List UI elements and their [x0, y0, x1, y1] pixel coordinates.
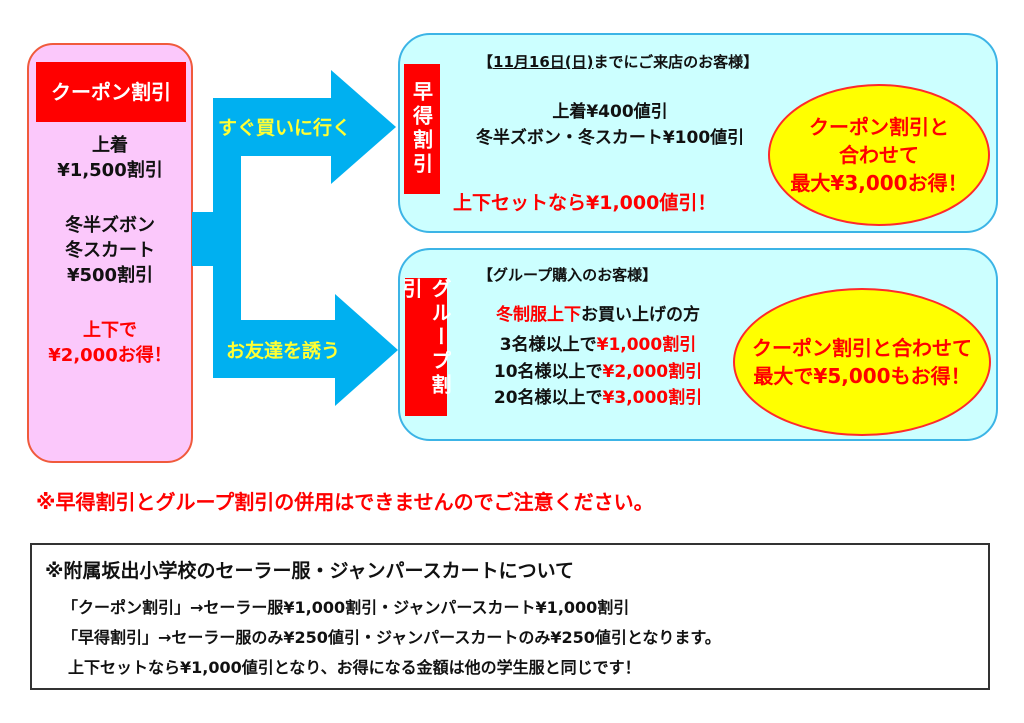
group-tier: 3名様以上で¥1,000割引: [463, 332, 733, 358]
coupon-set-line1: 上下で: [83, 320, 137, 341]
tier-label: 3名様以上で: [499, 335, 597, 355]
group-tier: 20名様以上で¥3,000割引: [463, 385, 733, 411]
arrow-bottom-shaft: [213, 320, 337, 378]
arrow-top-head-icon: [331, 70, 396, 184]
coupon-pants: 冬半ズボン: [65, 215, 155, 236]
tier-discount: ¥2,000割引: [602, 362, 703, 382]
tier-label: 20名様以上で: [493, 388, 603, 408]
early-discount-tag: 早得割引: [404, 64, 440, 194]
arrow-bottom-label: お友達を誘う: [226, 340, 341, 362]
bracket-open: 【: [478, 53, 494, 71]
early-deadline: 11月16日(日): [493, 53, 594, 71]
early-line1: 上着¥400値引: [552, 102, 668, 122]
coupon-skirt: 冬スカート: [65, 240, 155, 261]
note-title: ※附属坂出小学校のセーラー服・ジャンパースカートについて: [45, 560, 575, 582]
note-line: 上下セットなら¥1,000値引となり、お得になる金額は他の学生服と同じです！: [68, 658, 641, 677]
coupon-bottom-discount: ¥500割引: [66, 265, 154, 286]
group-intro-highlight: 冬制服上下: [496, 305, 581, 325]
group-bubble: クーポン割引と合わせて 最大で¥5,000もお得！: [733, 288, 991, 436]
group-tier: 10名様以上で¥2,000割引: [463, 359, 733, 385]
early-bubble-line3: 最大¥3,000お得！: [790, 171, 968, 195]
arrow-top-label: すぐ買いに行く: [218, 117, 352, 139]
arrow-stem: [192, 212, 216, 266]
note-line: 「早得割引」→セーラー服のみ¥250値引・ジャンパースカートのみ¥250値引とな…: [62, 628, 721, 647]
early-line2: 冬半ズボン・冬スカート¥100値引: [475, 128, 745, 148]
group-bubble-line1: クーポン割引と合わせて: [752, 336, 972, 360]
bracket-close: 】: [743, 53, 759, 71]
arrow-bottom-head-icon: [335, 294, 398, 406]
tier-label: 10名様以上で: [493, 362, 603, 382]
combination-warning: ※早得割引とグループ割引の併用はできませんのでご注意ください。: [36, 490, 654, 514]
group-bubble-line2: 最大で¥5,000もお得！: [753, 364, 971, 388]
early-header: 【11月16日(日)までにご来店のお客様】: [478, 51, 758, 72]
tier-discount: ¥1,000割引: [596, 335, 697, 355]
coupon-jacket: 上着: [92, 135, 128, 156]
group-header: 【グループ購入のお客様】: [478, 266, 658, 284]
group-intro-text: お買い上げの方: [581, 305, 700, 325]
tier-discount: ¥3,000割引: [602, 388, 703, 408]
school-note-box: [30, 543, 990, 690]
group-discount-tag: グループ割引: [399, 278, 452, 416]
early-bubble-line1: クーポン割引と: [809, 115, 949, 139]
coupon-set-line2: ¥2,000お得！: [48, 345, 172, 366]
early-bubble: クーポン割引と 合わせて 最大¥3,000お得！: [768, 84, 990, 226]
note-line: 「クーポン割引」→セーラー服¥1,000割引・ジャンパースカート¥1,000割引: [62, 598, 630, 617]
early-bubble-line2: 合わせて: [839, 143, 919, 167]
coupon-jacket-discount: ¥1,500割引: [57, 160, 163, 181]
coupon-title: クーポン割引: [36, 62, 186, 122]
group-intro: 冬制服上下お買い上げの方: [463, 302, 733, 328]
early-set: 上下セットなら¥1,000値引！: [453, 192, 717, 214]
arrow-top-shaft: [213, 98, 333, 156]
early-header-text: までにご来店のお客様: [593, 53, 744, 71]
